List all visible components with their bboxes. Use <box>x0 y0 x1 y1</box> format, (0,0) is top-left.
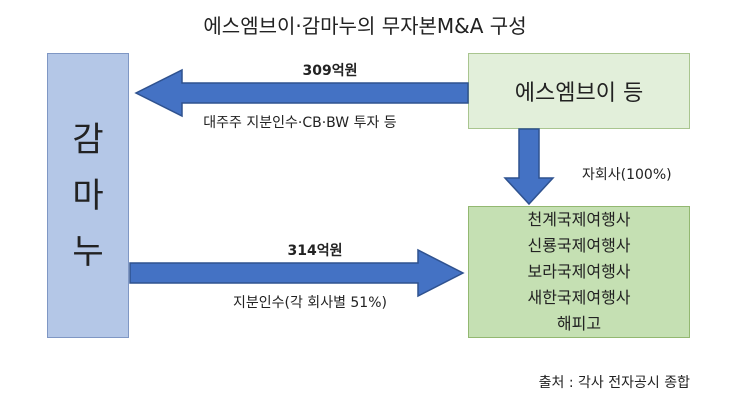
kamanu-char-1: 감 <box>72 119 104 160</box>
down-arrow-label: 자회사(100%) <box>582 167 672 183</box>
source-note: 출처 : 각사 전자공시 종합 <box>538 375 690 391</box>
bottom-arrow-amount: 314억원 <box>287 243 343 259</box>
kamanu-char-2: 마 <box>72 175 104 216</box>
smv-box: 에스엠브이 등 <box>468 53 690 129</box>
subsidiary-item: 보라국제여행사 <box>527 262 631 281</box>
subsidiary-item: 새한국제여행사 <box>527 288 631 307</box>
top-arrow <box>134 68 469 118</box>
subsidiary-item: 신룡국제여행사 <box>527 236 631 255</box>
subsidiary-item: 해피고 <box>556 314 602 333</box>
down-arrow <box>503 128 555 206</box>
top-arrow-desc: 대주주 지분인수·CB·BW 투자 등 <box>203 115 397 131</box>
kamanu-char-3: 누 <box>72 231 104 272</box>
subsidiary-item: 천계국제여행사 <box>527 210 631 229</box>
subsidiaries-box: 천계국제여행사 신룡국제여행사 보라국제여행사 새한국제여행사 해피고 <box>468 206 690 338</box>
kamanu-box: 감 마 누 <box>47 53 129 338</box>
top-arrow-amount: 309억원 <box>302 63 358 79</box>
bottom-arrow-desc: 지분인수(각 회사별 51%) <box>233 295 387 311</box>
page-title: 에스엠브이·감마누의 무자본M&A 구성 <box>203 14 527 38</box>
bottom-arrow <box>129 248 465 298</box>
